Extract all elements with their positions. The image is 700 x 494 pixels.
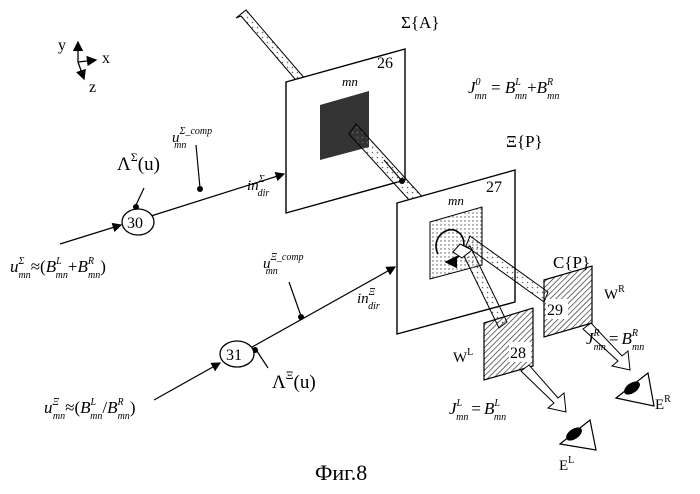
panel-sigma-title: Σ{A} — [401, 13, 440, 32]
beam-dot — [399, 178, 405, 184]
panel-c-title: C{P} — [553, 253, 590, 272]
axis-z-label: z — [89, 79, 96, 96]
equation-u-sigma: uΣmn≈(BLmn+BRmn) — [10, 256, 106, 281]
equation-j0: J0mn = BLmn+BRmn — [468, 77, 559, 102]
signal-line-xi — [154, 160, 402, 400]
u-sigma-comp-label: uΣ_compmn — [172, 126, 212, 151]
u-xi-comp-label: uΞ_compmn — [263, 252, 304, 277]
lambda-xi-label: ΛΞ(u) — [272, 368, 316, 393]
signal-dot-xi — [298, 314, 304, 320]
equation-u-xi: uΞmn≈(BLmn/BRmn) — [44, 397, 135, 422]
axis-y-label: y — [58, 37, 66, 54]
panel-w-left-number: 28 — [510, 345, 526, 362]
panel-sigma-number: 26 — [377, 55, 393, 72]
in-xi-label: inΞdir — [357, 287, 380, 312]
axis-x-label: x — [102, 50, 110, 67]
w-right-label: WR — [604, 284, 625, 303]
eye-left-icon — [560, 420, 596, 450]
axis-triad — [78, 42, 96, 79]
in-sigma-label: inΣdir — [247, 174, 269, 199]
w-left-label: WL — [453, 347, 473, 366]
node-31-number: 31 — [226, 347, 242, 364]
node-30-number: 30 — [127, 215, 143, 232]
eye-right-label: ER — [655, 394, 671, 413]
panel-xi-cell-label: mn — [448, 193, 464, 208]
panel-w-right-number: 29 — [547, 302, 563, 319]
signal-dot-sigma — [197, 186, 203, 192]
lambda-sigma-label: ΛΣ(u) — [117, 150, 160, 175]
panel-xi-number: 27 — [486, 179, 502, 196]
signal-line-sigma — [60, 145, 284, 244]
eye-left-label: EL — [559, 455, 574, 474]
figure-caption: Фиг.8 — [315, 460, 367, 485]
eye-right-icon — [616, 373, 654, 406]
panel-xi-title: Ξ{P} — [506, 132, 543, 151]
equation-jl: JLmn=BLmn — [449, 398, 506, 423]
panel-sigma-cell-label: mn — [342, 74, 358, 89]
